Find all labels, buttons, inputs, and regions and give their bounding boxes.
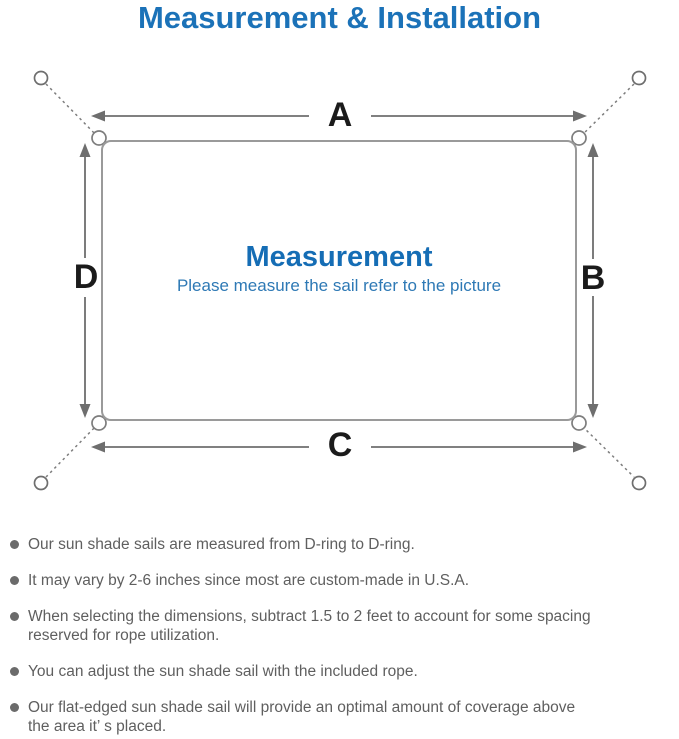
arrowhead-up-icon xyxy=(587,143,599,157)
dimension-arrow-c xyxy=(91,441,587,453)
center-caption-title: Measurement xyxy=(245,241,433,273)
dimension-label-b: B xyxy=(580,259,606,297)
note-text: You can adjust the sun shade sail with t… xyxy=(28,663,418,680)
page-title: Measurement & Installation xyxy=(137,0,542,35)
rope-bottom-left xyxy=(45,421,101,478)
anchor-bottom-right-icon xyxy=(631,475,647,491)
d-ring-top-left-icon xyxy=(91,130,107,146)
sail-center-caption: Measurement Please measure the sail refe… xyxy=(177,241,501,296)
rope-bottom-right xyxy=(577,421,635,478)
d-ring-bottom-right-icon xyxy=(571,415,587,431)
dimension-arrow-a xyxy=(91,110,587,122)
list-item: Our sun shade sails are measured from D-… xyxy=(10,535,675,554)
rope-top-right xyxy=(577,83,635,140)
note-text: Our sun shade sails are measured from D-… xyxy=(28,536,415,553)
center-caption-subtitle: Please measure the sail refer to the pic… xyxy=(176,276,502,295)
d-ring-bottom-left-icon xyxy=(91,415,107,431)
bullet-icon xyxy=(10,667,19,676)
anchor-points xyxy=(33,70,647,491)
list-item: Our flat-edged sun shade sail will provi… xyxy=(10,698,675,736)
arrowhead-left-icon xyxy=(91,441,105,453)
corner-d-rings xyxy=(91,130,587,431)
note-text: When selecting the dimensions, subtract … xyxy=(28,608,591,644)
rope-top-left xyxy=(45,83,101,140)
note-text: Our flat-edged sun shade sail will provi… xyxy=(28,699,576,735)
arrowhead-right-icon xyxy=(573,441,587,453)
arrowhead-left-icon xyxy=(91,110,105,122)
note-text: It may vary by 2-6 inches since most are… xyxy=(28,572,470,589)
arrowhead-down-icon xyxy=(79,404,91,418)
dimension-label-d: D xyxy=(73,258,99,296)
sail-panel xyxy=(101,140,577,421)
list-item: When selecting the dimensions, subtract … xyxy=(10,607,675,645)
bullet-icon xyxy=(10,576,19,585)
dimension-label-c: C xyxy=(327,426,353,464)
attachment-ropes xyxy=(45,83,635,478)
anchor-bottom-left-icon xyxy=(33,475,49,491)
d-ring-top-right-icon xyxy=(571,130,587,146)
arrowhead-right-icon xyxy=(573,110,587,122)
dimension-label-a: A xyxy=(327,96,353,134)
arrowhead-down-icon xyxy=(587,404,599,418)
bullet-icon xyxy=(10,540,19,549)
list-item: You can adjust the sun shade sail with t… xyxy=(10,662,675,681)
arrowhead-up-icon xyxy=(79,143,91,157)
measurement-notes-list: Our sun shade sails are measured from D-… xyxy=(10,535,675,739)
anchor-top-left-icon xyxy=(33,70,49,86)
anchor-top-right-icon xyxy=(631,70,647,86)
bullet-icon xyxy=(10,612,19,621)
dimension-arrow-d xyxy=(79,143,91,418)
dimension-arrow-b xyxy=(587,143,599,418)
list-item: It may vary by 2-6 inches since most are… xyxy=(10,571,675,590)
bullet-icon xyxy=(10,703,19,712)
